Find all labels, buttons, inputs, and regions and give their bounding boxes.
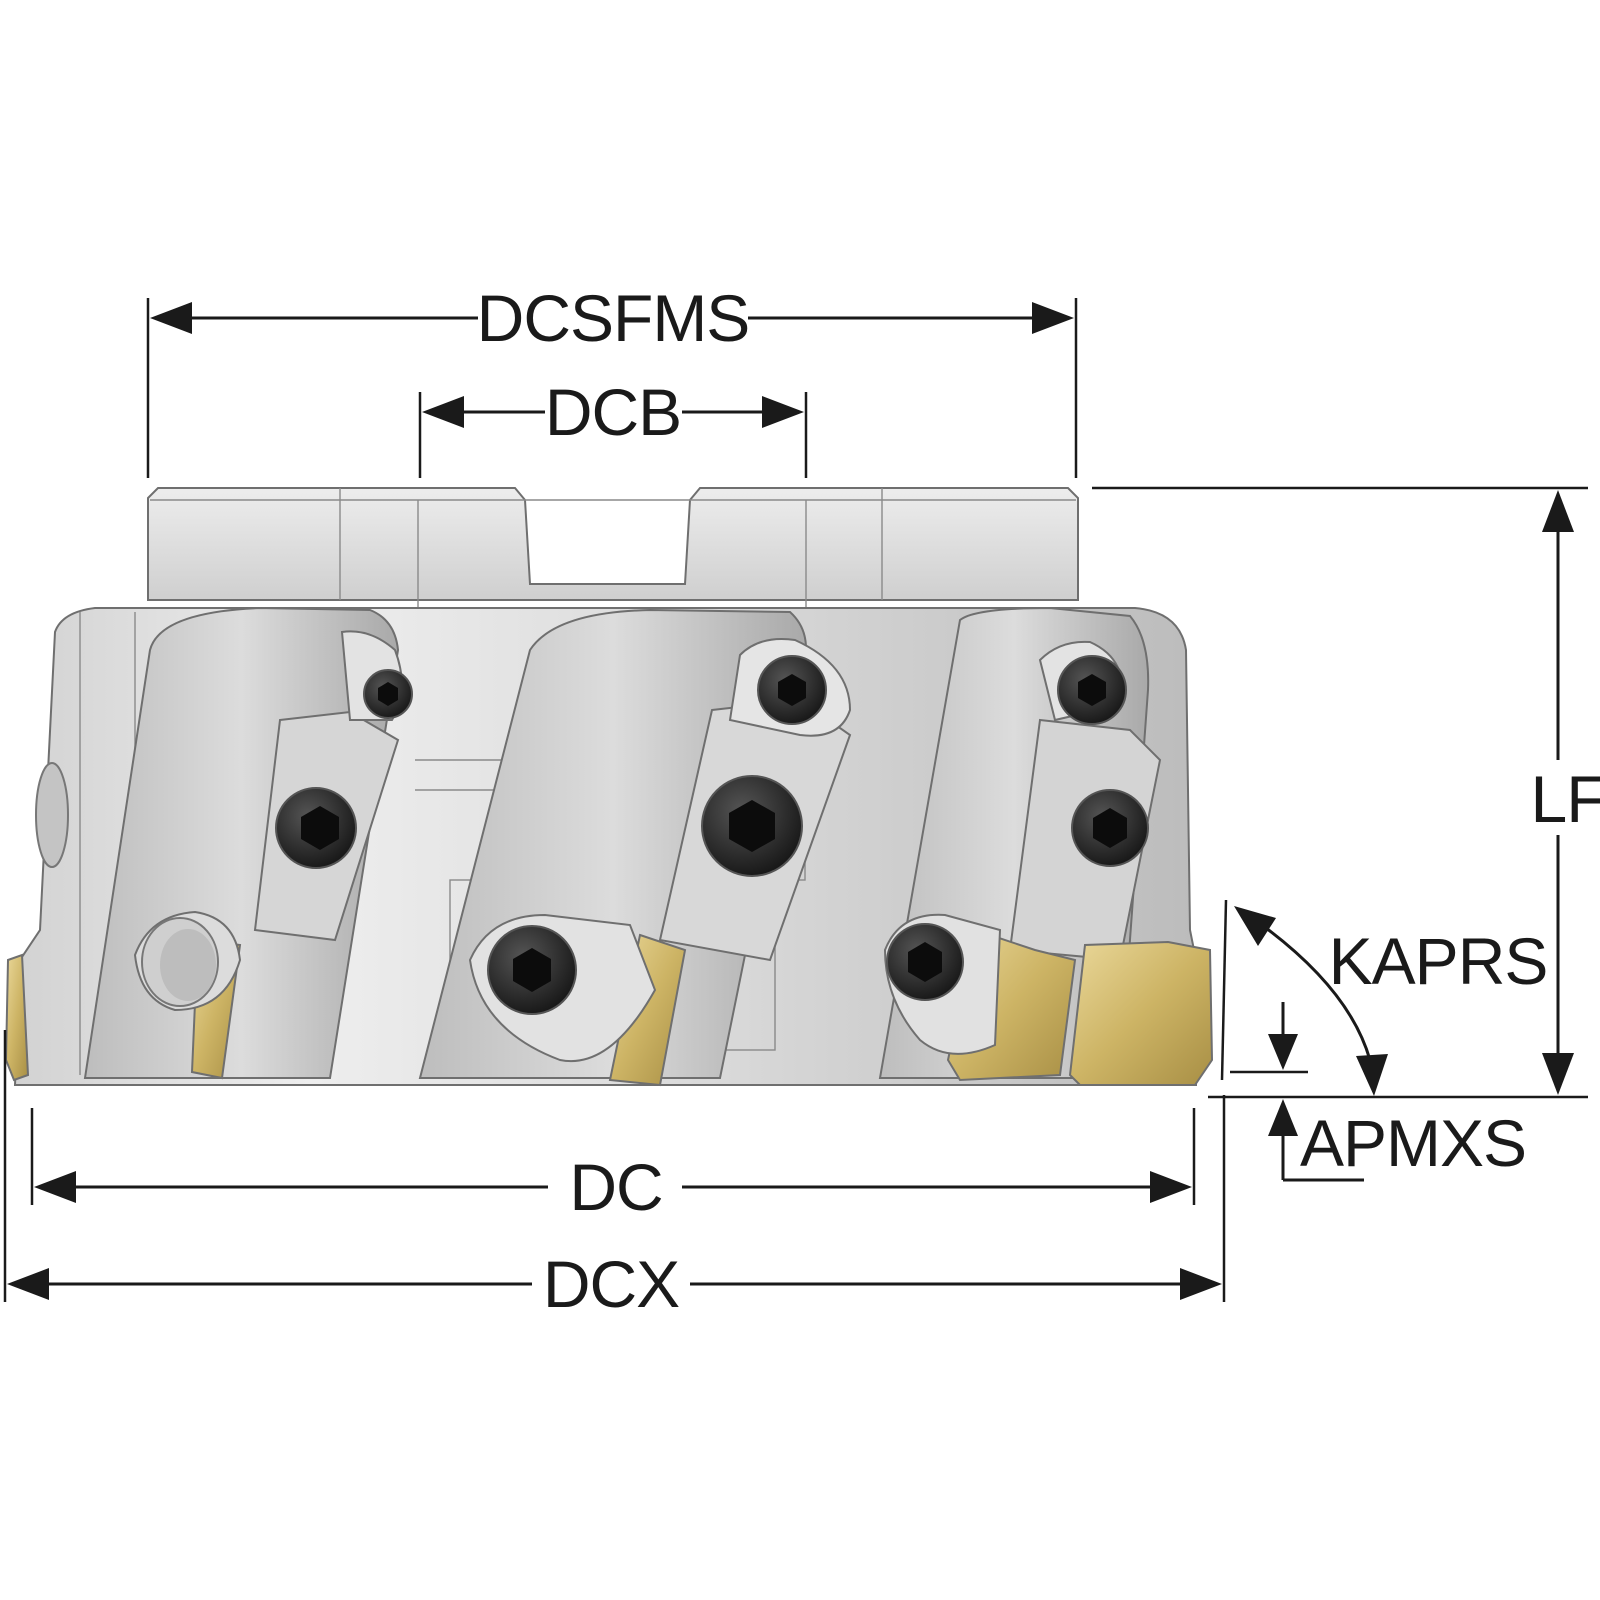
dim-dcb: DCB [418, 375, 808, 478]
label-dc: DC [569, 1150, 662, 1224]
label-dcsfms: DCSFMS [477, 281, 750, 355]
dim-kaprs: KAPRS [1220, 899, 1548, 1096]
insert-far-left [4, 953, 30, 1082]
screw-left-mid [275, 787, 357, 869]
dim-dc: DC [30, 1108, 1196, 1224]
screw-left-top [363, 669, 413, 719]
screw-center-top [757, 655, 827, 725]
screw-right-top [1057, 655, 1127, 725]
dim-apmxs: APMXS [1230, 1002, 1527, 1182]
label-apmxs: APMXS [1300, 1106, 1526, 1180]
dim-dcx: DCX [3, 1030, 1226, 1321]
label-dcx: DCX [543, 1247, 679, 1321]
screw-right-low [886, 923, 964, 1001]
label-dcb: DCB [545, 375, 681, 449]
screw-right-mid [1071, 789, 1149, 867]
label-lf: LF [1530, 762, 1600, 836]
dim-dcsfms: DCSFMS [146, 281, 1078, 478]
screw-center-low [487, 925, 577, 1015]
screw-center-mid [701, 775, 803, 877]
dim-lf: LF [1092, 486, 1600, 1099]
hub-top [147, 487, 1079, 601]
coolant-hole-edge [35, 762, 69, 868]
label-kaprs: KAPRS [1329, 924, 1548, 998]
insert-right-large [1068, 940, 1214, 1086]
coolant-hole-left [141, 917, 219, 1007]
